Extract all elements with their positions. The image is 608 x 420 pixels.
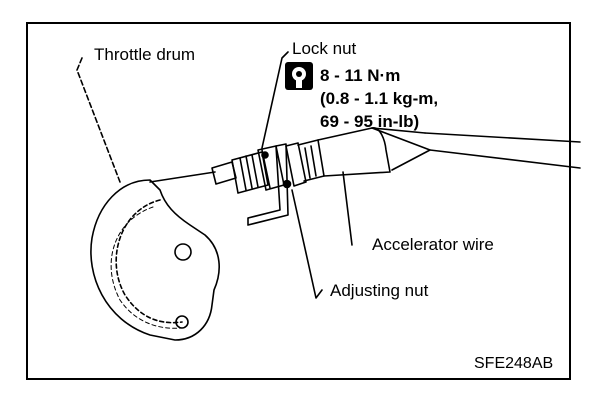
adjusting-nut-label: Adjusting nut [330,281,429,300]
accelerator-wire-leader [342,171,353,246]
accelerator-wire-casing [317,127,391,177]
bracket [247,143,289,226]
inner-wire [149,171,216,183]
accelerator-wire-label: Accelerator wire [372,235,494,254]
adjusting-nut [285,142,307,187]
torque-value-metric: (0.8 - 1.1 kg-m, [320,89,439,108]
lock-nut-leader [261,51,289,149]
throttle-drum-label: Throttle drum [94,45,196,64]
throttle-drum-leader [76,57,121,183]
throttle-drum [90,179,220,341]
torque-value-imperial: 69 - 95 in-lb) [320,112,420,131]
torque-wrench-icon [285,62,313,90]
adjusting-nut-leader [291,189,323,299]
torque-value: 8 - 11 N·m [320,66,401,85]
figure-code: SFE248AB [474,355,554,372]
cable-end-hole [175,315,189,329]
lock-nut-label: Lock nut [292,39,357,58]
cable-groove [115,199,183,324]
drum-pivot-hole [174,243,192,261]
